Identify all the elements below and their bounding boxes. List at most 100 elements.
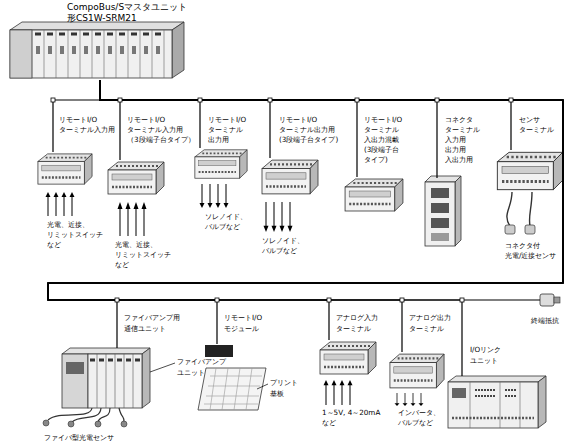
slave-device: アナログ入力 ターミナル [318, 340, 378, 376]
device-label: リモートI/O ターミナル 入出力混載 (3段端子台 タイプ) [364, 115, 402, 165]
terminal-unit [262, 160, 318, 194]
device-label: ファイバアンプ用 通信ユニット [124, 312, 180, 334]
io-link-unit [475, 390, 517, 396]
t-branch-connector [355, 98, 359, 102]
annotation-label: ソレノイド、 バルブなど [262, 236, 304, 256]
terminal-unit [390, 354, 444, 388]
bus-cable [48, 80, 563, 340]
device-label: リモートI/O ターミナル出力用 (3段端子台タイプ) [279, 115, 338, 145]
device-label: リモートI/O ターミナル入力用 [59, 115, 115, 135]
t-branch-connector [51, 98, 513, 302]
signal-arrows [46, 192, 75, 216]
bus-cable [48, 80, 563, 376]
device-label: リモートI/O モジュール [224, 312, 262, 334]
bus-cable [48, 80, 563, 344]
remote-io-module [205, 345, 233, 357]
annotation-label: コネクタ付 光電/近接センサ [505, 241, 556, 261]
fiber-amp-unit [68, 421, 74, 427]
io-link-unit [452, 417, 534, 420]
t-branch-connector [268, 98, 272, 102]
io-link-unit [470, 382, 520, 428]
io-link-unit [448, 376, 546, 428]
slave-device: ファイバアンプ用 通信ユニット [62, 348, 150, 410]
fiber-amp-unit [97, 354, 133, 408]
remote-io-module [198, 368, 266, 410]
fiber-amp-unit [142, 348, 150, 408]
terminal-unit [345, 179, 403, 211]
t-branch-connector [435, 98, 439, 102]
slave-device: リモートI/O ターミナル入力用 （3段端子台タイプ） [106, 160, 166, 196]
connector-terminal [431, 218, 449, 228]
signal-arrows [118, 202, 147, 236]
plc-rack [10, 22, 184, 30]
connector-terminal [431, 188, 449, 198]
remote-io-module [257, 384, 268, 389]
slave-device: 終端抵抗 [540, 293, 560, 308]
signal-arrows [395, 393, 424, 406]
fiber-amp-unit [62, 354, 88, 408]
terminal-unit [38, 154, 92, 184]
io-link-unit [538, 376, 546, 428]
bus-cable [100, 80, 270, 158]
fiber-amp-unit [48, 408, 124, 422]
bus-cable [100, 80, 437, 178]
t-branch-connector [115, 298, 119, 302]
slave-device: リモートI/O モジュール [205, 344, 233, 358]
io-link-unit [452, 388, 466, 398]
signal-arrows [264, 202, 293, 232]
sensor-cable [505, 225, 515, 234]
sensor-cable [505, 192, 535, 234]
fiber-amp-unit [90, 359, 140, 362]
slave-device: アナログ出力 ターミナル [388, 352, 446, 390]
connector-terminal [425, 182, 455, 246]
fiber-amp-unit [62, 348, 150, 354]
remote-io-module [204, 368, 262, 410]
fiber-amp-unit [88, 354, 142, 408]
connector-terminal [455, 176, 461, 246]
slave-device: リモートI/O ターミナル 入出力混載 (3段端子台 タイプ) [343, 177, 405, 213]
master-unit: CompoBus/Sマスタユニット 形CS1W-SRM21 [8, 22, 184, 80]
t-branch-connector [509, 98, 513, 102]
device-label: リモートI/O ターミナル 出力用 [208, 115, 246, 145]
t-branch-connector [118, 98, 122, 102]
io-link-unit [448, 382, 538, 428]
fiber-amp-unit [150, 363, 175, 372]
sensor-cable [525, 225, 535, 234]
fiber-amp-unit [43, 420, 49, 426]
signal-arrows [324, 380, 353, 405]
terminal-unit [195, 150, 247, 178]
remote-io-module [198, 345, 268, 410]
device-label: アナログ出力 ターミナル [409, 312, 451, 334]
slave-device: リモートI/O ターミナル出力用 (3段端子台タイプ) [260, 158, 320, 196]
t-branch-connector [460, 298, 464, 302]
plc-rack [32, 30, 164, 78]
slave-device: リモートI/O ターミナル入力用 [36, 152, 94, 186]
plc-rack [36, 46, 160, 54]
annotation-label: プリント 基板 [270, 377, 298, 399]
bus-cable [100, 80, 120, 160]
annotation-label: 光電、近接、 リミットスイッチ など [115, 240, 171, 270]
plc-rack [10, 22, 184, 78]
slave-device: センサ ターミナル [495, 150, 565, 192]
device-label: アナログ入力 ターミナル [336, 312, 378, 334]
bus-cable [48, 80, 563, 300]
signal-arrows [200, 184, 229, 208]
plc-rack [35, 33, 161, 36]
device-label: コネクタ ターミナル 入力用 出力用 入出力用 [445, 115, 480, 165]
t-branch-connector [51, 98, 55, 102]
t-branch-connector [198, 98, 202, 102]
bus-cable [48, 80, 563, 352]
annotation-label: 1～5V, 4～20mA など [322, 408, 380, 428]
sensor-cable [507, 192, 532, 226]
connector-terminal [431, 203, 449, 213]
device-label: リモートI/O ターミナル入力用 （3段端子台タイプ） [127, 115, 195, 145]
terminal-unit [320, 342, 376, 374]
fiber-amp-unit [95, 421, 101, 427]
device-label: 終端抵抗 [531, 316, 559, 326]
connector-terminal [431, 233, 449, 241]
terminating-resistor [540, 294, 560, 306]
fiber-amp-unit [66, 362, 84, 374]
annotation-label: 光電、近接、 リミットスイッチ など [47, 220, 103, 250]
slave-device: I/Oリンク ユニット [448, 376, 544, 428]
